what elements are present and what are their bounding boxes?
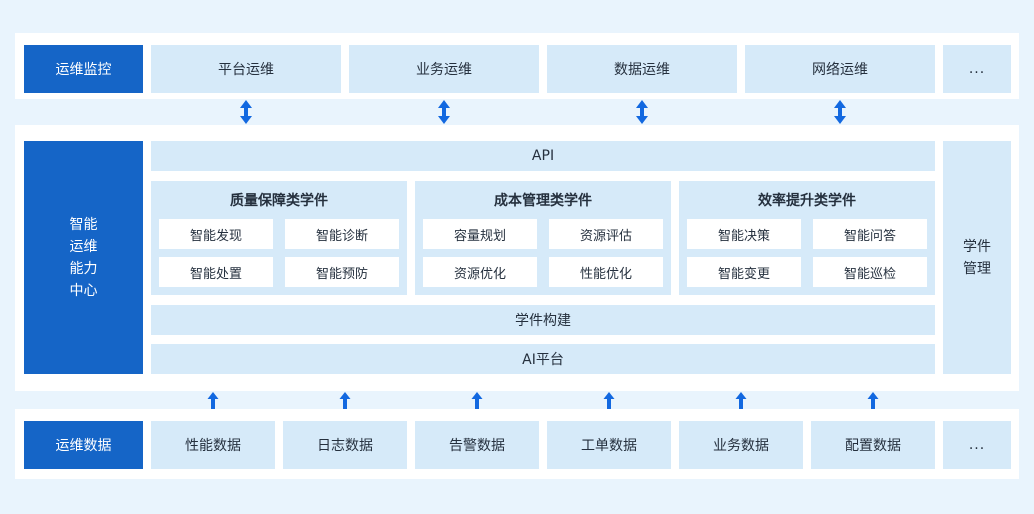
performance-data-box: 性能数据 — [151, 421, 275, 469]
ticket-data-box: 工单数据 — [547, 421, 671, 469]
group-title: 效率提升类学件 — [758, 193, 856, 209]
smart-handling-box: 智能处置 — [159, 257, 273, 287]
label-line: 智能 — [69, 216, 98, 233]
center-column: API 质量保障类学件 智能发现 智能诊断 智能处置 智能预防 成本管理类学件 … — [151, 141, 935, 374]
smart-inspection-box: 智能巡检 — [813, 257, 927, 287]
up-arrow-icon — [151, 391, 275, 409]
ops-monitoring-label: 运维监控 — [24, 45, 143, 93]
config-data-box: 配置数据 — [811, 421, 935, 469]
network-ops-box: 网络运维 — [745, 45, 935, 93]
group-grid: 智能发现 智能诊断 智能处置 智能预防 — [159, 219, 399, 287]
up-arrow-icon — [283, 391, 407, 409]
capacity-planning-box: 容量规划 — [423, 219, 537, 249]
bottom-arrow-band — [15, 391, 1019, 409]
ops-monitoring-panel: 运维监控 平台运维 业务运维 数据运维 网络运维 ... — [15, 33, 1019, 99]
smart-decision-box: 智能决策 — [687, 219, 801, 249]
performance-optimization-box: 性能优化 — [549, 257, 663, 287]
double-arrow-icon — [547, 100, 737, 124]
platform-ops-box: 平台运维 — [151, 45, 341, 93]
learnware-groups: 质量保障类学件 智能发现 智能诊断 智能处置 智能预防 成本管理类学件 容量规划… — [151, 181, 935, 295]
up-arrow-icon — [547, 391, 671, 409]
business-data-box: 业务数据 — [679, 421, 803, 469]
smart-qa-box: 智能问答 — [813, 219, 927, 249]
side-label-line: 学件 — [963, 238, 991, 255]
double-arrow-icon — [349, 100, 539, 124]
learnware-management-box: 学件 管理 — [943, 141, 1011, 374]
group-title: 质量保障类学件 — [230, 193, 328, 209]
quality-assurance-group: 质量保障类学件 智能发现 智能诊断 智能处置 智能预防 — [151, 181, 407, 295]
up-arrow-icon — [811, 391, 935, 409]
ai-platform-bar: AI平台 — [151, 344, 935, 374]
alert-data-box: 告警数据 — [415, 421, 539, 469]
smart-change-box: 智能变更 — [687, 257, 801, 287]
up-arrow-icon — [415, 391, 539, 409]
ops-data-more-box: ... — [943, 421, 1011, 469]
efficiency-improvement-group: 效率提升类学件 智能决策 智能问答 智能变更 智能巡检 — [679, 181, 935, 295]
smart-discovery-box: 智能发现 — [159, 219, 273, 249]
smart-prevention-box: 智能预防 — [285, 257, 399, 287]
business-ops-box: 业务运维 — [349, 45, 539, 93]
top-arrow-band — [15, 99, 1019, 125]
data-ops-box: 数据运维 — [547, 45, 737, 93]
intelligent-ops-center-panel: 智能 运维 能力 中心 API 质量保障类学件 智能发现 智能诊断 智能处置 智… — [15, 125, 1019, 391]
cost-management-group: 成本管理类学件 容量规划 资源评估 资源优化 性能优化 — [415, 181, 671, 295]
double-arrow-icon — [745, 100, 935, 124]
learnware-build-bar: 学件构建 — [151, 305, 935, 335]
double-arrow-icon — [151, 100, 341, 124]
label-line: 中心 — [69, 282, 98, 299]
smart-diagnosis-box: 智能诊断 — [285, 219, 399, 249]
ops-data-label: 运维数据 — [24, 421, 143, 469]
label-line: 运维 — [69, 238, 98, 255]
intelligent-ops-center-label: 智能 运维 能力 中心 — [24, 141, 143, 374]
ops-data-panel: 运维数据 性能数据 日志数据 告警数据 工单数据 业务数据 配置数据 ... — [15, 409, 1019, 479]
label-line: 能力 — [69, 260, 98, 277]
resource-evaluation-box: 资源评估 — [549, 219, 663, 249]
api-bar: API — [151, 141, 935, 171]
up-arrow-icon — [679, 391, 803, 409]
ops-monitoring-more-box: ... — [943, 45, 1011, 93]
log-data-box: 日志数据 — [283, 421, 407, 469]
side-label-line: 管理 — [963, 260, 991, 277]
group-title: 成本管理类学件 — [494, 193, 592, 209]
resource-optimization-box: 资源优化 — [423, 257, 537, 287]
group-grid: 容量规划 资源评估 资源优化 性能优化 — [423, 219, 663, 287]
group-grid: 智能决策 智能问答 智能变更 智能巡检 — [687, 219, 927, 287]
